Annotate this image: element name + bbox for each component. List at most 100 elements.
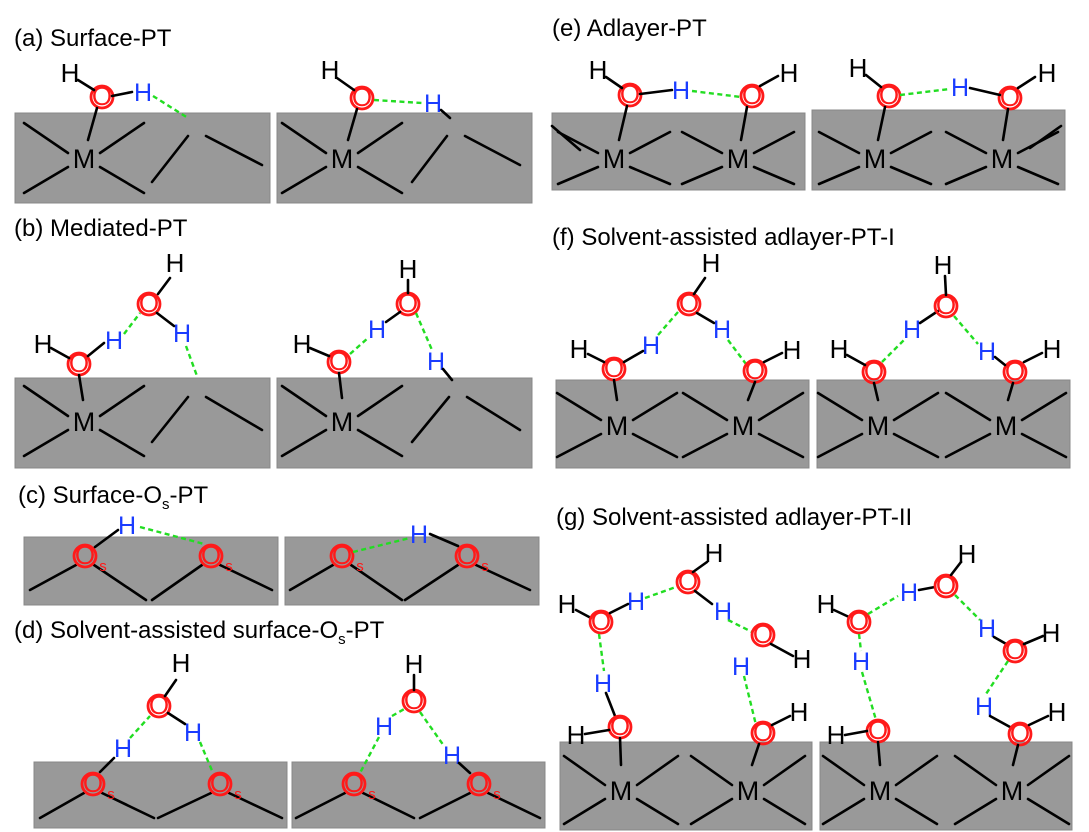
panel-b-title: (b) Mediated-PT	[14, 215, 188, 242]
covalent-bond	[280, 384, 328, 418]
oxygen-atom: O	[604, 353, 624, 383]
hydrogen-bond	[373, 98, 423, 105]
covalent-bond	[98, 121, 146, 155]
surface-oxygen-subscript: s	[481, 558, 489, 575]
covalent-bond	[441, 367, 454, 382]
covalent-bond	[635, 754, 680, 787]
oxygen-ring	[1002, 359, 1028, 385]
oxygen-ring	[846, 609, 872, 635]
oxygen-ring	[739, 83, 765, 109]
hydrogen-bond	[152, 94, 189, 120]
hydrogen-atom: H	[1042, 618, 1061, 648]
hydrogen-bond	[349, 337, 369, 355]
metal-atom: M	[610, 776, 633, 806]
covalent-bond	[821, 754, 866, 787]
oxygen-ring	[750, 720, 776, 746]
panel-c-title: (c) Surface-Os-PT	[18, 482, 209, 513]
surface-oxygen-atom: O	[457, 540, 477, 570]
hydrogen-bond	[391, 706, 407, 718]
hydrogen-bond	[139, 525, 205, 546]
oxygen-atom: O	[329, 346, 349, 376]
covalent-bond	[356, 165, 404, 195]
panel-g-title: (g) Solvent-assisted adlayer-PT-II	[556, 504, 912, 531]
covalent-bond	[944, 391, 992, 422]
covalent-bond	[816, 432, 864, 459]
covalent-bond	[93, 528, 120, 549]
covalent-bond	[692, 276, 707, 296]
covalent-bond	[608, 602, 630, 615]
hydrogen-bond	[644, 585, 677, 600]
covalent-bond	[689, 754, 734, 787]
covalent-bond	[631, 432, 679, 459]
covalent-bond	[758, 74, 780, 88]
covalent-bond	[864, 73, 883, 89]
covalent-bond	[86, 106, 99, 142]
covalent-bond	[384, 310, 402, 324]
metal-atom: M	[606, 411, 629, 441]
oxygen-ring	[997, 85, 1023, 111]
surface-oxygen-subscript: s	[234, 786, 242, 803]
oxygen-atom: O	[678, 566, 698, 596]
hydrogen-bond	[860, 671, 878, 721]
oxygen-atom: O	[864, 356, 884, 386]
covalent-bond	[681, 432, 729, 459]
covalent-bond	[757, 432, 805, 459]
covalent-bond	[410, 395, 451, 444]
covalent-bond	[889, 130, 933, 155]
covalent-bond	[100, 791, 156, 820]
oxygen-ring	[675, 569, 701, 595]
covalent-bond	[612, 378, 619, 402]
hydrogen-bond	[198, 741, 215, 774]
surface-oxygen-subscript: s	[368, 786, 376, 803]
covalent-bond	[689, 797, 734, 826]
covalent-bond	[349, 563, 404, 602]
panel-f-title: (f) Solvent-assisted adlayer-PT-I	[552, 224, 895, 251]
transferring-hydrogen-atom: H	[627, 588, 645, 616]
hydrogen-atom: H	[399, 254, 418, 284]
covalent-bond	[294, 791, 347, 820]
covalent-bond	[918, 309, 940, 325]
surface-slab	[291, 761, 546, 829]
covalent-bond	[894, 797, 939, 826]
hydrogen-bond	[727, 339, 747, 365]
hydrogen-bond	[123, 312, 141, 335]
surface-oxygen-ring	[454, 543, 480, 569]
covalent-bond	[356, 384, 404, 418]
covalent-bond	[1020, 391, 1068, 422]
covalent-bond	[562, 797, 607, 826]
covalent-bond	[1006, 381, 1015, 402]
oxygen-atom: O	[352, 82, 372, 112]
hydrogen-atom: H	[817, 589, 836, 619]
covalent-bond	[76, 78, 96, 92]
transferring-hydrogen-atom: H	[951, 74, 969, 102]
covalent-bond	[163, 678, 178, 698]
oxygen-ring	[136, 291, 162, 317]
panel-e-title: (e) Adlayer-PT	[552, 15, 707, 42]
covalent-bond	[156, 276, 172, 296]
hydrogen-bond	[881, 339, 905, 363]
covalent-bond	[750, 742, 761, 767]
oxygen-atom: O	[620, 79, 640, 109]
surface-slab	[811, 109, 1066, 191]
covalent-bond	[618, 736, 623, 767]
surface-slab	[14, 112, 271, 204]
surface-oxygen-ring	[198, 543, 224, 569]
covalent-bond	[944, 432, 992, 459]
oxygen-atom: O	[753, 717, 773, 747]
transferring-hydrogen-atom: H	[900, 579, 918, 607]
oxygen-ring	[588, 609, 614, 635]
covalent-bond	[555, 432, 603, 459]
covalent-bond	[280, 165, 328, 195]
covalent-bond	[1022, 634, 1045, 646]
oxygen-ring	[1007, 721, 1033, 747]
oxygen-ring	[933, 573, 959, 599]
surface-slab	[276, 377, 533, 469]
covalent-bond	[204, 395, 264, 432]
covalent-bond	[746, 380, 757, 402]
covalent-bond	[832, 608, 851, 619]
covalent-bond	[680, 130, 724, 155]
panel-d-title: (d) Solvent-assisted surface-Os-PT	[14, 617, 385, 648]
covalent-bond	[465, 395, 522, 432]
